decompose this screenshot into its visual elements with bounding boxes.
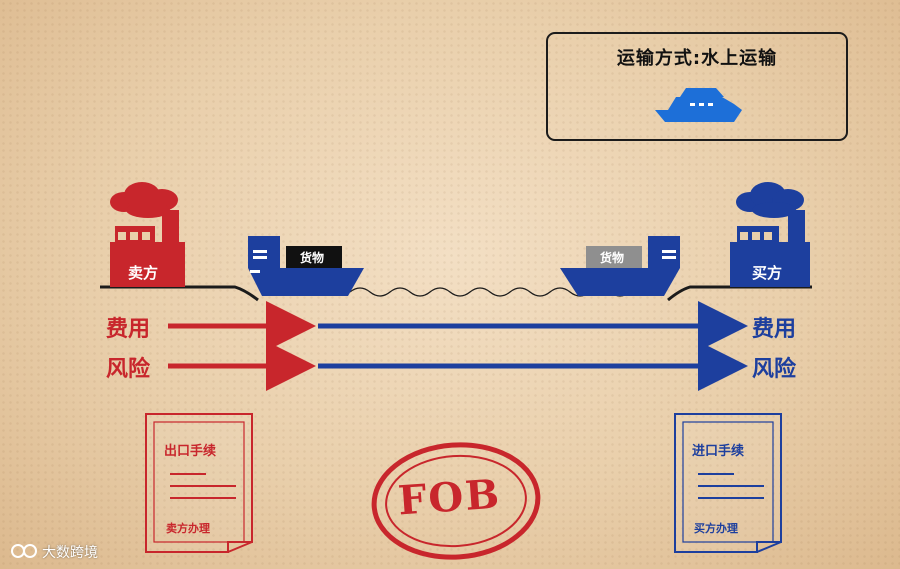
transport-mode-box: 运输方式:水上运输 — [546, 32, 848, 141]
cost-label-left: 费用 — [106, 311, 150, 343]
cost-label-right: 费用 — [752, 311, 796, 343]
fob-stamp-text: FOB — [396, 470, 502, 524]
export-doc-footer: 卖方办理 — [166, 520, 210, 536]
risk-label-right: 风险 — [752, 351, 796, 383]
import-doc-title: 进口手续 — [692, 440, 744, 459]
seller-shore — [100, 287, 258, 300]
right-ship — [560, 236, 680, 296]
risk-label-left: 风险 — [106, 351, 150, 383]
buyer-label: 买方 — [752, 262, 782, 283]
cargo-label-left: 货物 — [300, 249, 324, 266]
left-ship — [248, 236, 364, 296]
seller-label: 卖方 — [128, 262, 158, 283]
export-doc-title: 出口手续 — [164, 440, 216, 459]
watermark-text: 大数跨境 — [42, 542, 98, 562]
import-doc-footer: 买方办理 — [694, 520, 738, 536]
cargo-label-right: 货物 — [600, 249, 624, 266]
watermark-logo-icon — [12, 545, 36, 557]
buyer-shore — [668, 287, 812, 300]
transport-mode-title: 运输方式:水上运输 — [548, 44, 846, 70]
